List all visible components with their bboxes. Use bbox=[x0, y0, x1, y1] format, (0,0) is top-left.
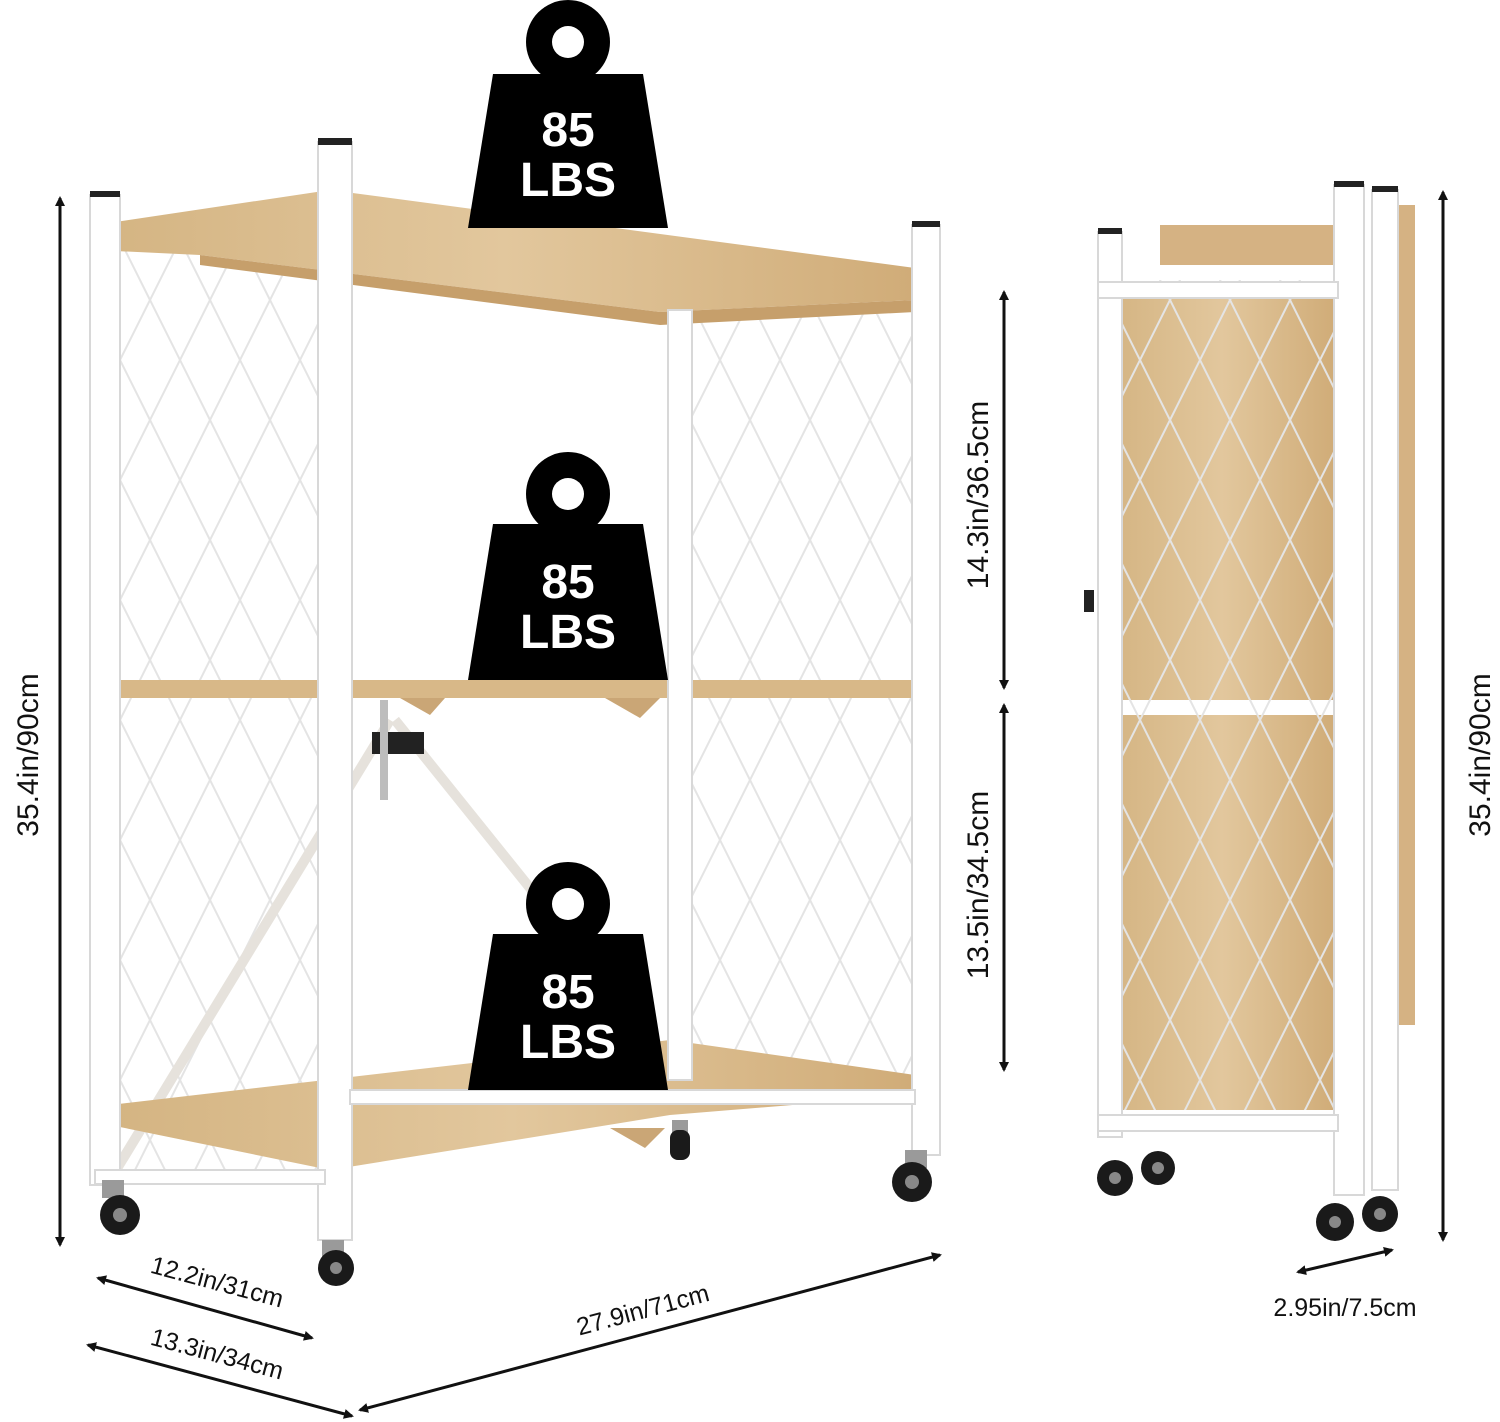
back-center-post bbox=[667, 309, 693, 1081]
hinge-bracket bbox=[372, 732, 424, 754]
bottom-rail bbox=[94, 1169, 326, 1185]
caster-wheel bbox=[100, 1180, 140, 1235]
caster-wheel bbox=[1362, 1196, 1398, 1232]
folded-rail bbox=[1097, 281, 1339, 299]
middle-shelf bbox=[105, 680, 915, 698]
post-cap bbox=[90, 191, 120, 197]
weight-unit: LBS bbox=[520, 1016, 616, 1069]
folded-thickness-arrow bbox=[1296, 1246, 1394, 1276]
bottom-gap-label: 13.5in/34.5cm bbox=[962, 791, 995, 979]
caster-wheel bbox=[1141, 1151, 1175, 1185]
folded-post bbox=[1097, 231, 1123, 1138]
post-cap bbox=[1334, 181, 1364, 187]
bottom-rail bbox=[349, 1089, 916, 1105]
weight-icon: 85 LBS bbox=[468, 452, 668, 680]
post-cap bbox=[912, 221, 940, 227]
front-right-post bbox=[911, 224, 941, 1156]
folded-thickness-label: 2.95in/7.5cm bbox=[1273, 1294, 1416, 1322]
left-side-mesh bbox=[95, 230, 320, 1180]
weight-value: 85 bbox=[541, 966, 594, 1019]
top-gap-label: 14.3in/36.5cm bbox=[962, 401, 995, 589]
top-shelf bbox=[95, 190, 915, 312]
folded-mesh bbox=[1115, 280, 1335, 1110]
hinge-pin bbox=[380, 700, 388, 800]
caster-wheel bbox=[1316, 1203, 1354, 1241]
shelf-depth-label: 12.2in/31cm bbox=[148, 1251, 287, 1313]
folded-rail bbox=[1097, 1114, 1339, 1132]
open-shelf-illustration bbox=[89, 138, 941, 1286]
frame-depth-label: 13.3in/34cm bbox=[148, 1323, 287, 1385]
weight-unit: LBS bbox=[520, 606, 616, 659]
weight-value: 85 bbox=[541, 556, 594, 609]
post-cap bbox=[1098, 228, 1122, 234]
caster-wheel bbox=[1097, 1160, 1133, 1196]
weight-value: 85 bbox=[541, 104, 594, 157]
post-cap bbox=[1372, 186, 1398, 192]
folded-latch bbox=[1084, 590, 1094, 612]
caster-wheel bbox=[670, 1120, 690, 1160]
shelf-bracket bbox=[610, 1128, 665, 1148]
weight-icon: 85 LBS bbox=[468, 862, 668, 1090]
folded-shelf-board-top bbox=[1160, 225, 1340, 265]
frame-depth-arrow bbox=[86, 1342, 354, 1419]
caster-wheel bbox=[318, 1240, 354, 1286]
weight-icon: 85 LBS bbox=[468, 0, 668, 228]
folded-post bbox=[1333, 184, 1365, 1196]
total-height-label: 35.4in/90cm bbox=[12, 673, 45, 836]
dimension-lines bbox=[55, 190, 1448, 1419]
weight-unit: LBS bbox=[520, 154, 616, 207]
folded-shelf-illustration bbox=[1084, 181, 1415, 1241]
folded-height-label: 35.4in/90cm bbox=[1464, 673, 1497, 836]
width-arrow bbox=[358, 1252, 942, 1413]
shelf-depth-arrow bbox=[96, 1275, 314, 1341]
top-shelf-front-edge bbox=[200, 255, 915, 325]
front-center-post bbox=[317, 141, 353, 1241]
shelf-bracket bbox=[605, 698, 660, 718]
front-left-post bbox=[89, 194, 121, 1186]
width-label: 27.9in/71cm bbox=[574, 1279, 713, 1341]
post-cap bbox=[318, 138, 352, 145]
caster-wheel bbox=[892, 1150, 932, 1202]
folded-post bbox=[1371, 189, 1399, 1191]
shelf-bracket bbox=[400, 698, 445, 715]
